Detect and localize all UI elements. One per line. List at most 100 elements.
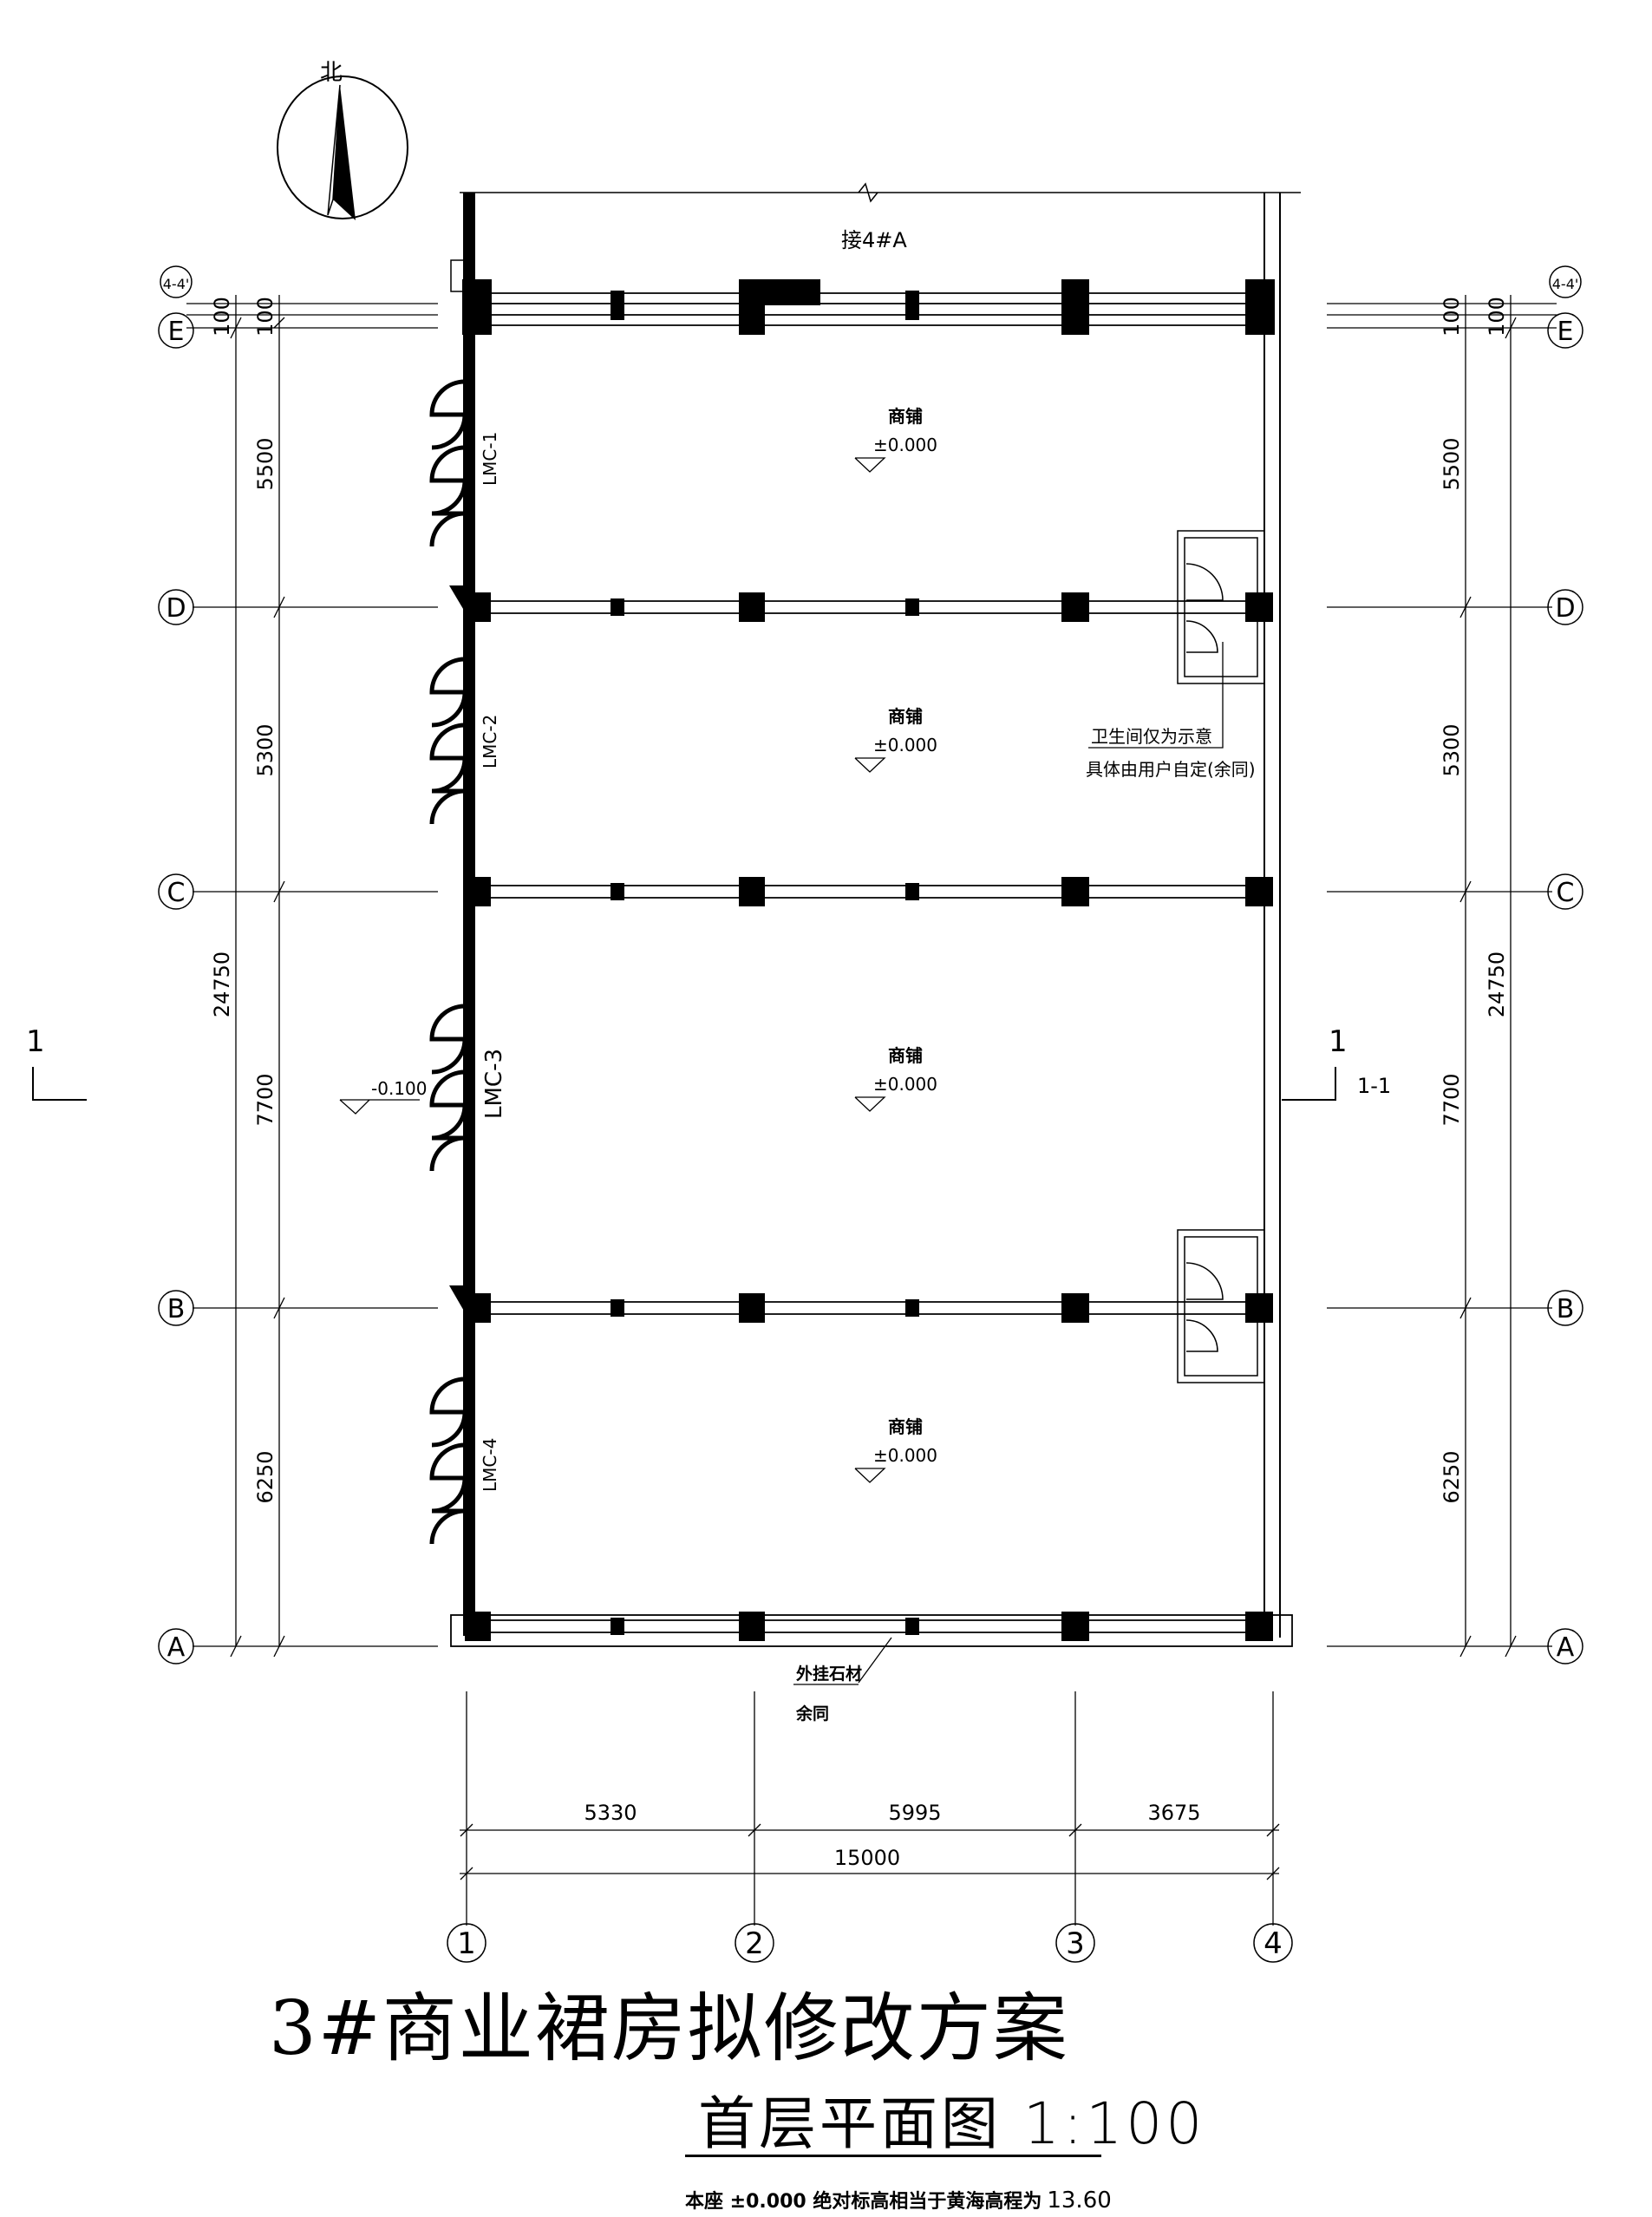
door-labels: LMC-1 LMC-2 LMC-3 LMC-4 (480, 432, 507, 1492)
axis-bubble-1: 1 (447, 1923, 486, 1963)
row-axis-bubbles: 4-4' 4-4' E E D D C C B B A A (158, 265, 1583, 1664)
svg-text:B: B (1557, 1294, 1575, 1324)
svg-text:-0.100: -0.100 (371, 1078, 427, 1099)
dim-bottom-seg-2: 5995 (888, 1801, 941, 1825)
dim-right-seg-4: 6250 (1440, 1450, 1464, 1503)
dim-left-offset-a: 100 (210, 297, 234, 337)
axis-bubble-D-right: D (1547, 589, 1583, 625)
room-shop-4: 商铺 ±0.000 (854, 1416, 937, 1483)
svg-text:余同: 余同 (795, 1704, 829, 1723)
toilet-note: 卫生间仅为示意 具体由用户自定(余同) (1086, 642, 1256, 780)
left-facade-wall (463, 193, 475, 1636)
axis-bubble-B-right: B (1547, 1290, 1583, 1326)
svg-text:±0.000: ±0.000 (873, 435, 937, 455)
svg-text:外挂石材: 外挂石材 (796, 1664, 862, 1684)
connection-line: 接4#A (460, 182, 1301, 252)
north-arrow: 北 (277, 60, 408, 220)
door-label-lmc-2: LMC-2 (480, 715, 500, 768)
svg-text:D: D (1555, 593, 1575, 624)
row-axis-lines (186, 303, 1557, 1647)
room-shop-2: 商铺 ±0.000 (854, 706, 937, 773)
svg-text:2: 2 (745, 1926, 764, 1961)
svg-text:4-4': 4-4' (1552, 276, 1579, 292)
axis-bubble-3: 3 (1055, 1923, 1095, 1963)
svg-text:4-4': 4-4' (163, 276, 190, 292)
axis-bubble-C-right: C (1547, 873, 1583, 910)
svg-text:±0.000: ±0.000 (873, 1074, 937, 1095)
drawing-subtitle: 首层平面图 1:100 (698, 2090, 1206, 2157)
toilet-note-line-2: 具体由用户自定(余同) (1086, 759, 1256, 780)
ground-ledge (450, 1614, 1293, 1647)
svg-text:1: 1 (457, 1926, 476, 1961)
room-shop-1: 商铺 ±0.000 (854, 406, 937, 473)
svg-text:A: A (167, 1632, 186, 1663)
dim-left-seg-1: 5500 (253, 437, 278, 490)
dim-right-offset-a: 100 (1440, 297, 1464, 337)
svg-text:商铺: 商铺 (888, 1416, 923, 1437)
svg-text:商铺: 商铺 (888, 706, 923, 727)
svg-text:1-1: 1-1 (1357, 1074, 1391, 1098)
axis-bubble-E-left: E (158, 312, 194, 349)
toilet-note-line-1: 卫生间仅为示意 (1091, 726, 1212, 747)
bottom-dimension-chain (460, 1691, 1280, 1926)
dim-right-seg-2: 5300 (1440, 723, 1464, 776)
bottom-dimension-labels: 5330 5995 3675 15000 (584, 1801, 1200, 1870)
svg-text:E: E (168, 317, 185, 347)
dim-bottom-seg-1: 5330 (584, 1801, 637, 1825)
columns (462, 193, 1275, 1641)
axis-bubble-4-left: 4-4' (160, 265, 193, 298)
north-arrow-needle (333, 85, 356, 220)
axis-bubble-4: 4 (1253, 1923, 1293, 1963)
axis-bubble-D-left: D (158, 589, 194, 625)
room-shop-3: 商铺 ±0.000 (854, 1045, 937, 1112)
beams (475, 292, 1264, 1633)
drawing-title: 3#商业裙房拟修改方案 (269, 1985, 1069, 2072)
svg-text:B: B (167, 1294, 186, 1324)
svg-text:D: D (166, 593, 186, 624)
vertical-dimension-labels: 100 100 5500 5300 7700 6250 24750 100 10… (210, 297, 1509, 1503)
dim-left-seg-4: 6250 (253, 1450, 278, 1503)
door-label-lmc-4: LMC-4 (480, 1438, 500, 1492)
right-dimension-chain (1459, 295, 1517, 1658)
column-axis-bubbles: 1 2 3 4 (447, 1923, 1293, 1963)
dim-left-offset-b: 100 (253, 297, 278, 337)
north-arrow-circle (277, 75, 408, 219)
svg-text:C: C (1557, 878, 1575, 908)
axis-bubble-A-right: A (1547, 1628, 1583, 1664)
footnote-text: 本座 ±0.000 绝对标高相当于黄海高程为 (685, 2191, 1042, 2213)
door-label-lmc-1: LMC-1 (480, 432, 500, 486)
svg-text:E: E (1557, 317, 1574, 347)
svg-text:商铺: 商铺 (888, 1045, 923, 1066)
dim-bottom-seg-3: 3675 (1147, 1801, 1200, 1825)
building-outline (450, 193, 1293, 1647)
dim-right-offset-b: 100 (1485, 297, 1509, 337)
axis-bubble-4-right: 4-4' (1549, 265, 1582, 298)
room-labels: 商铺 ±0.000 商铺 ±0.000 商铺 ±0.000 商铺 ±0.000 (854, 406, 937, 1483)
svg-text:4: 4 (1263, 1926, 1283, 1961)
connection-label: 接4#A (841, 228, 907, 252)
axis-bubble-E-right: E (1547, 312, 1583, 349)
dim-left-total: 24750 (210, 952, 234, 1017)
dim-bottom-total: 15000 (834, 1846, 900, 1870)
svg-text:商铺: 商铺 (888, 406, 923, 427)
dim-right-seg-3: 7700 (1440, 1073, 1464, 1126)
toilet-room-upper (1177, 530, 1265, 684)
exterior-level-mark: -0.100 (339, 1078, 427, 1115)
toilet-room-lower (1177, 1229, 1265, 1383)
svg-text:±0.000: ±0.000 (873, 1445, 937, 1466)
svg-text:1: 1 (26, 1024, 45, 1059)
facade-brackets (449, 585, 475, 1318)
left-dimension-chain (230, 295, 285, 1658)
subtitle-underline (685, 2155, 1101, 2157)
svg-text:A: A (1557, 1632, 1575, 1663)
dim-left-seg-3: 7700 (253, 1073, 278, 1126)
axis-bubble-2: 2 (735, 1923, 774, 1963)
axis-bubble-C-left: C (158, 873, 194, 910)
door-label-lmc-3: LMC-3 (481, 1049, 507, 1119)
dim-left-seg-2: 5300 (253, 723, 278, 776)
section-mark-left: 1 (26, 1024, 87, 1101)
folding-doors (429, 379, 467, 1545)
axis-bubble-A-left: A (158, 1628, 194, 1664)
